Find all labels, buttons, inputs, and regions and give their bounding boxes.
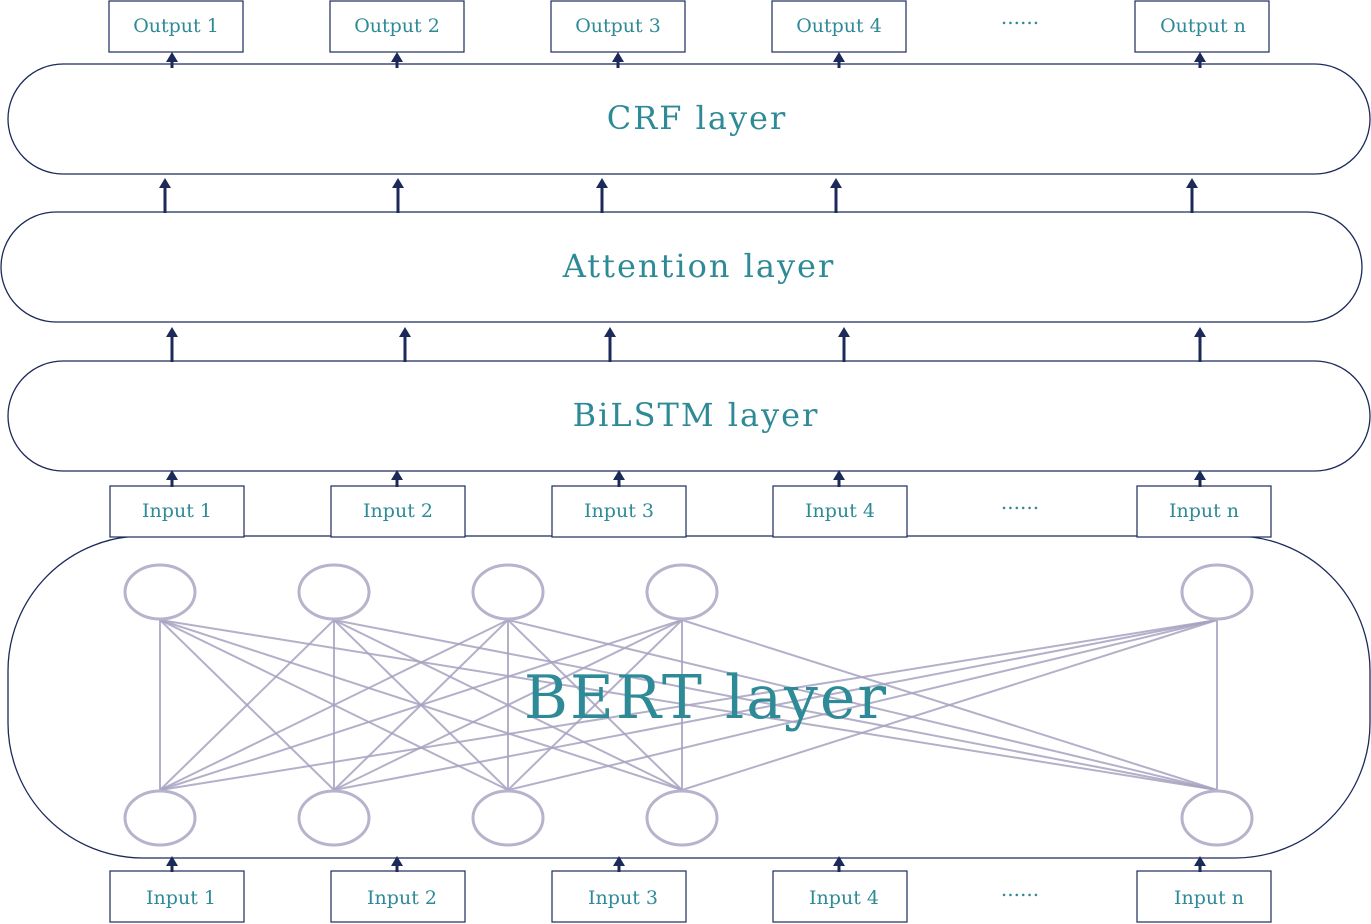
arrow-up-icon	[596, 178, 608, 213]
arrow-up-icon	[613, 470, 625, 487]
bert-edge	[507, 619, 683, 791]
bert-bottom-node	[123, 789, 197, 847]
arrow-up-icon	[166, 327, 178, 362]
bottom-input-label-3: Input 3	[588, 887, 658, 909]
bottom-input-box-2	[330, 870, 466, 923]
middle-input-label-n: Input n	[1169, 500, 1239, 522]
arrow-up-icon	[391, 52, 403, 68]
output-label-3: Output 3	[575, 15, 661, 37]
bottom-input-box-3	[551, 870, 687, 923]
bottom-input-ellipsis: ......	[1001, 877, 1039, 901]
bottom-input-box-n	[1136, 870, 1272, 923]
arrow-up-icon	[166, 52, 178, 68]
bottom-input-label-n: Input n	[1174, 887, 1244, 909]
output-box-3	[550, 0, 686, 53]
arrow-up-icon	[833, 470, 845, 487]
bert-edge	[159, 619, 509, 791]
bilstm-layer	[7, 360, 1371, 472]
bottom-input-box-1	[109, 870, 245, 923]
middle-input-box-n	[1136, 485, 1272, 538]
bilstm-layer-label: BiLSTM layer	[573, 396, 820, 434]
arrow-up-icon	[833, 52, 845, 68]
middle-input-box-2	[330, 485, 466, 538]
bert-edge	[681, 619, 1218, 791]
arrow-up-icon	[838, 327, 850, 362]
bert-edge	[159, 619, 1218, 791]
bottom-input-label-1: Input 1	[146, 887, 216, 909]
bert-edge	[159, 619, 683, 791]
middle-input-label-1: Input 1	[142, 500, 212, 522]
output-label-n: Output n	[1160, 15, 1246, 37]
output-ellipsis: ......	[1001, 5, 1039, 29]
middle-input-ellipsis: ......	[1001, 490, 1039, 514]
arrow-up-icon	[830, 178, 842, 213]
arrow-up-icon	[159, 178, 171, 213]
output-label-4: Output 4	[796, 15, 882, 37]
bert-top-node	[1180, 563, 1254, 621]
arrow-up-icon	[166, 470, 178, 487]
bottom-input-label-4: Input 4	[809, 887, 879, 909]
arrow-up-icon	[1194, 327, 1206, 362]
crf-layer-label: CRF layer	[607, 99, 788, 137]
bert-bottom-node	[1180, 789, 1254, 847]
bert-edge	[333, 619, 1218, 791]
arrow-up-icon	[391, 856, 403, 872]
crf-layer	[7, 63, 1371, 175]
attention-layer-label: Attention layer	[562, 247, 836, 285]
bert-top-node	[297, 563, 371, 621]
middle-input-label-3: Input 3	[584, 500, 654, 522]
bert-bottom-node	[297, 789, 371, 847]
output-label-1: Output 1	[133, 15, 219, 37]
arrow-up-icon	[392, 178, 404, 213]
bert-top-node	[123, 563, 197, 621]
arrow-up-icon	[604, 327, 616, 362]
bert-edge	[507, 619, 1218, 791]
arrow-up-icon	[399, 327, 411, 362]
middle-input-label-2: Input 2	[363, 500, 433, 522]
arrow-up-icon	[391, 470, 403, 487]
bert-layer-label: BERT layer	[524, 663, 888, 733]
arrow-up-icon	[1186, 178, 1198, 213]
arrow-up-icon	[612, 52, 624, 68]
bert-bottom-node	[645, 789, 719, 847]
arrow-up-icon	[1194, 470, 1206, 487]
arrow-up-icon	[613, 856, 625, 872]
bert-network	[123, 563, 1254, 847]
attention-layer	[0, 211, 1363, 323]
bert-bottom-node	[471, 789, 545, 847]
output-box-2	[329, 0, 465, 53]
middle-input-box-1	[109, 485, 245, 538]
middle-input-box-3	[551, 485, 687, 538]
arrow-up-icon	[833, 856, 845, 872]
arrows	[159, 52, 1206, 872]
arrow-up-icon	[166, 856, 178, 872]
output-label-2: Output 2	[354, 15, 440, 37]
middle-input-box-4	[772, 485, 908, 538]
bert-edge	[159, 619, 335, 791]
arrow-up-icon	[1194, 856, 1206, 872]
bert-top-node	[471, 563, 545, 621]
bert-top-node	[645, 563, 719, 621]
bert-edge	[333, 619, 683, 791]
arrow-up-icon	[1194, 52, 1206, 68]
output-box-n	[1134, 0, 1270, 53]
middle-input-label-4: Input 4	[805, 500, 875, 522]
bottom-input-label-2: Input 2	[367, 887, 437, 909]
bottom-input-box-4	[772, 870, 908, 923]
output-box-4	[771, 0, 907, 53]
output-box-1	[108, 0, 244, 53]
